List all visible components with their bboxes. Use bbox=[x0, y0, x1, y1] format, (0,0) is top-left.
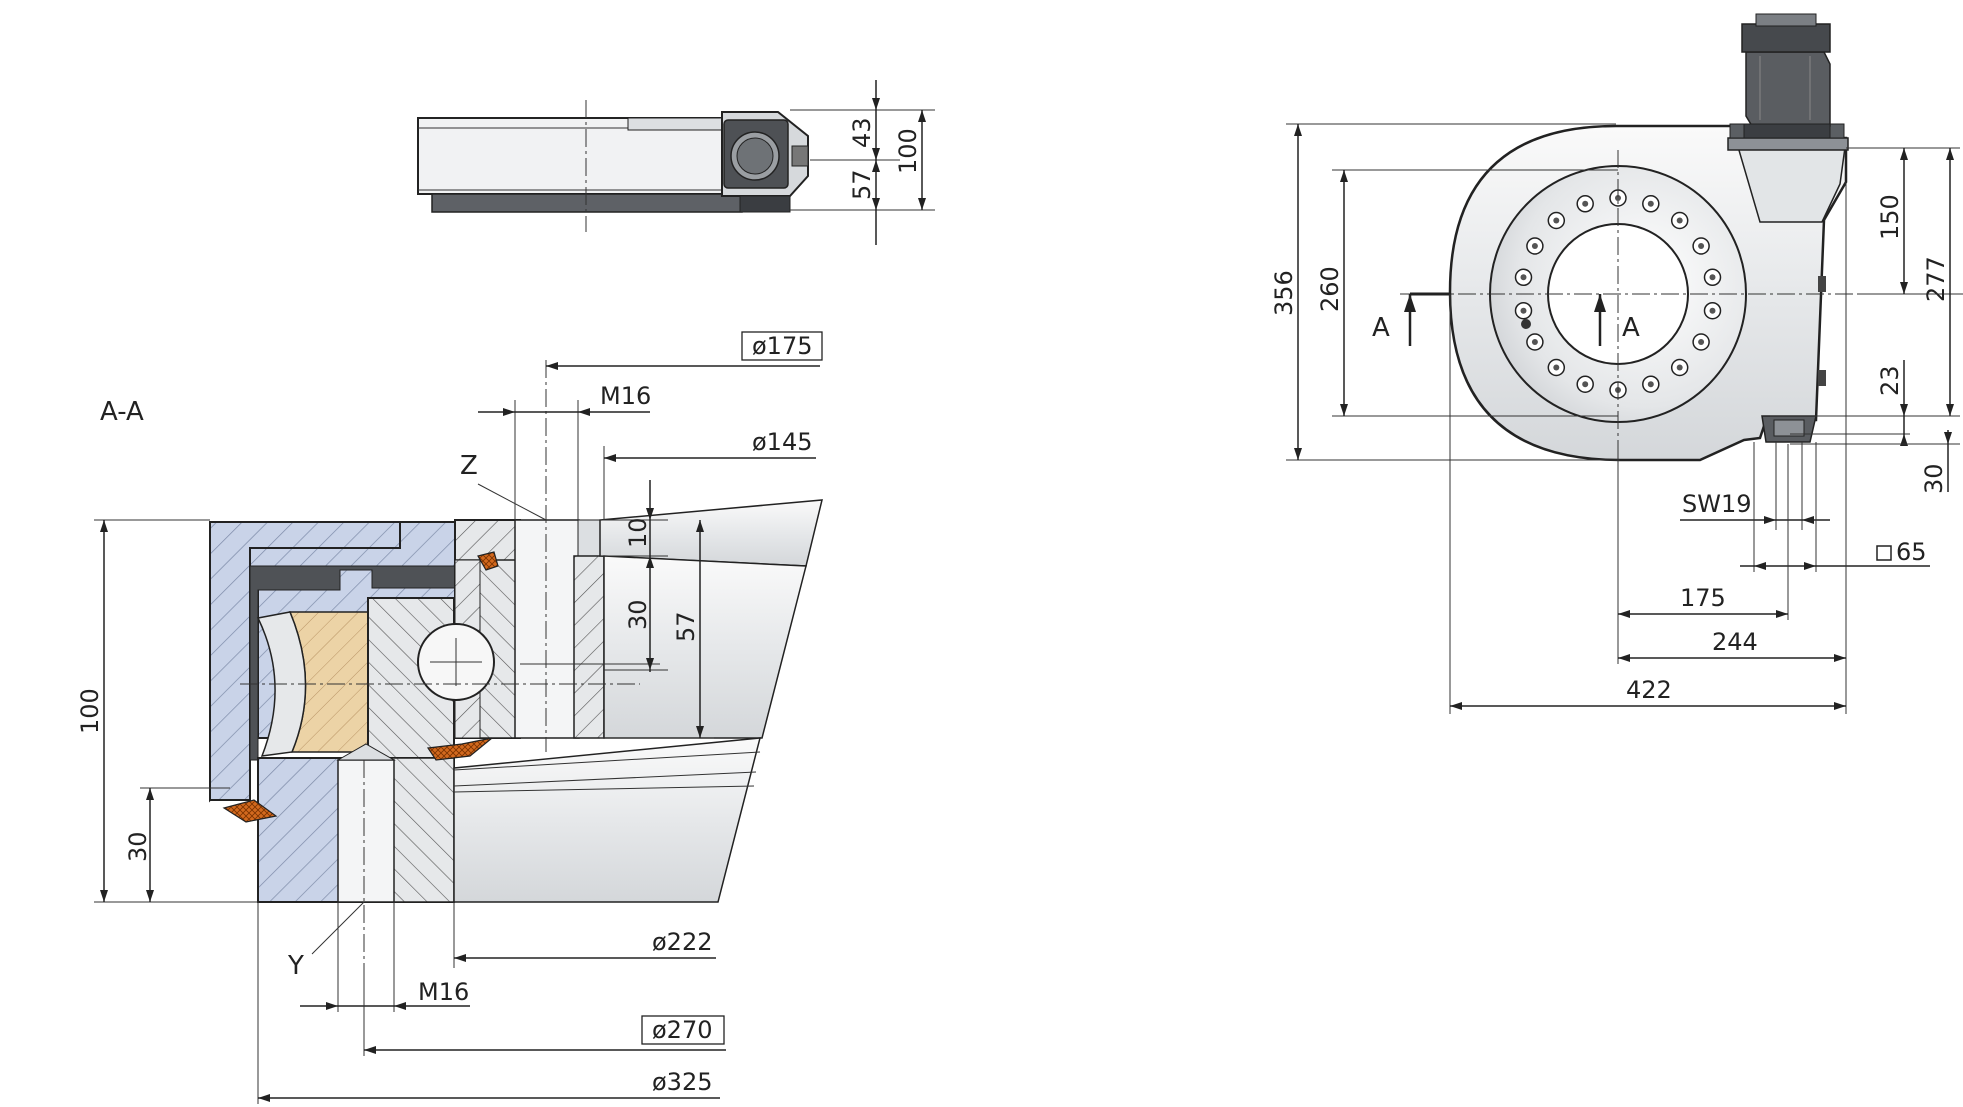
bolt-hole-center bbox=[1647, 381, 1654, 388]
lower-bolt-hole bbox=[337, 759, 395, 903]
cut-label-a-right: A bbox=[1622, 313, 1640, 343]
bolt-hole-center bbox=[1698, 339, 1705, 345]
phi270-box bbox=[641, 1015, 725, 1045]
bolt-hole-center bbox=[1582, 381, 1589, 388]
dim-30-inner: 30 bbox=[624, 599, 652, 630]
dim-150: 150 bbox=[1876, 194, 1904, 240]
hydraulic-motor bbox=[1741, 13, 1831, 139]
dim-23: 23 bbox=[1876, 365, 1904, 396]
dim-phi175: ø175 bbox=[752, 332, 813, 360]
phi175-box bbox=[741, 331, 823, 361]
bolt-hole-center bbox=[1698, 243, 1705, 249]
dim-m16-bottom: M16 bbox=[418, 978, 469, 1006]
dim-356: 356 bbox=[1270, 270, 1298, 316]
bolt-hole-center bbox=[1520, 274, 1527, 281]
front-view bbox=[1400, 13, 1963, 462]
dim-30-left: 30 bbox=[124, 831, 152, 862]
top-view: 43 57 100 bbox=[417, 80, 935, 245]
dim-422: 422 bbox=[1626, 676, 1672, 704]
dim-sq65: 65 bbox=[1896, 538, 1927, 566]
square-symbol bbox=[1876, 545, 1892, 561]
dim-57-section: 57 bbox=[672, 611, 700, 642]
seal-middle bbox=[426, 737, 493, 761]
front-dimensions: 356 260 A A 150 277 23 30 SW19 bbox=[1270, 123, 1960, 714]
bolt-hole-center bbox=[1615, 195, 1621, 201]
top-view-housing bbox=[417, 117, 741, 195]
bolt-hole-center bbox=[1582, 200, 1589, 207]
bolt-hole-center bbox=[1531, 243, 1538, 249]
dim-43: 43 bbox=[848, 117, 876, 148]
dim-260: 260 bbox=[1316, 266, 1344, 312]
cut-label-a-left: A bbox=[1372, 313, 1390, 343]
dim-10: 10 bbox=[624, 517, 652, 548]
dim-244: 244 bbox=[1712, 628, 1758, 656]
top-view-worm-housing bbox=[721, 111, 809, 213]
upper-bolt-hole bbox=[514, 519, 580, 739]
section-dimensions: ø175 M16 ø145 Z 10 30 57 100 30 Y bbox=[76, 331, 823, 1104]
bolt-hole-center bbox=[1709, 307, 1716, 314]
dim-m16-top: M16 bbox=[600, 382, 651, 410]
dim-100: 100 bbox=[894, 128, 922, 174]
bolt-hole-center bbox=[1647, 200, 1654, 207]
dim-phi145: ø145 bbox=[752, 428, 813, 456]
bolt-hole-center bbox=[1531, 339, 1538, 345]
bolt-hole-center bbox=[1709, 274, 1716, 281]
section-view bbox=[209, 360, 823, 970]
seal-bottom bbox=[222, 799, 278, 823]
dim-30-front: 30 bbox=[1920, 463, 1948, 494]
dim-175: 175 bbox=[1680, 584, 1726, 612]
dim-phi270: ø270 bbox=[652, 1016, 713, 1044]
dim-100-section: 100 bbox=[76, 688, 104, 734]
bolt-hole-center bbox=[1520, 307, 1527, 314]
bolt-hole-center bbox=[1553, 364, 1560, 371]
label-sw19: SW19 bbox=[1682, 490, 1752, 518]
section-label: A-A bbox=[100, 397, 144, 427]
bolt-hole-center bbox=[1676, 217, 1683, 224]
dim-phi325: ø325 bbox=[652, 1068, 713, 1096]
dim-277: 277 bbox=[1922, 256, 1950, 302]
bolt-hole-center bbox=[1676, 364, 1683, 371]
label-z: Z bbox=[460, 451, 478, 481]
bolt-circle bbox=[1514, 189, 1722, 399]
label-y: Y bbox=[287, 951, 304, 981]
section-body bbox=[603, 555, 807, 739]
top-view-dimensions: 43 57 100 bbox=[790, 80, 935, 245]
bolt-hole-center bbox=[1553, 217, 1560, 224]
seal-top bbox=[477, 551, 499, 571]
dim-57: 57 bbox=[848, 169, 876, 200]
dim-phi222: ø222 bbox=[652, 928, 713, 956]
top-view-base bbox=[431, 193, 743, 213]
